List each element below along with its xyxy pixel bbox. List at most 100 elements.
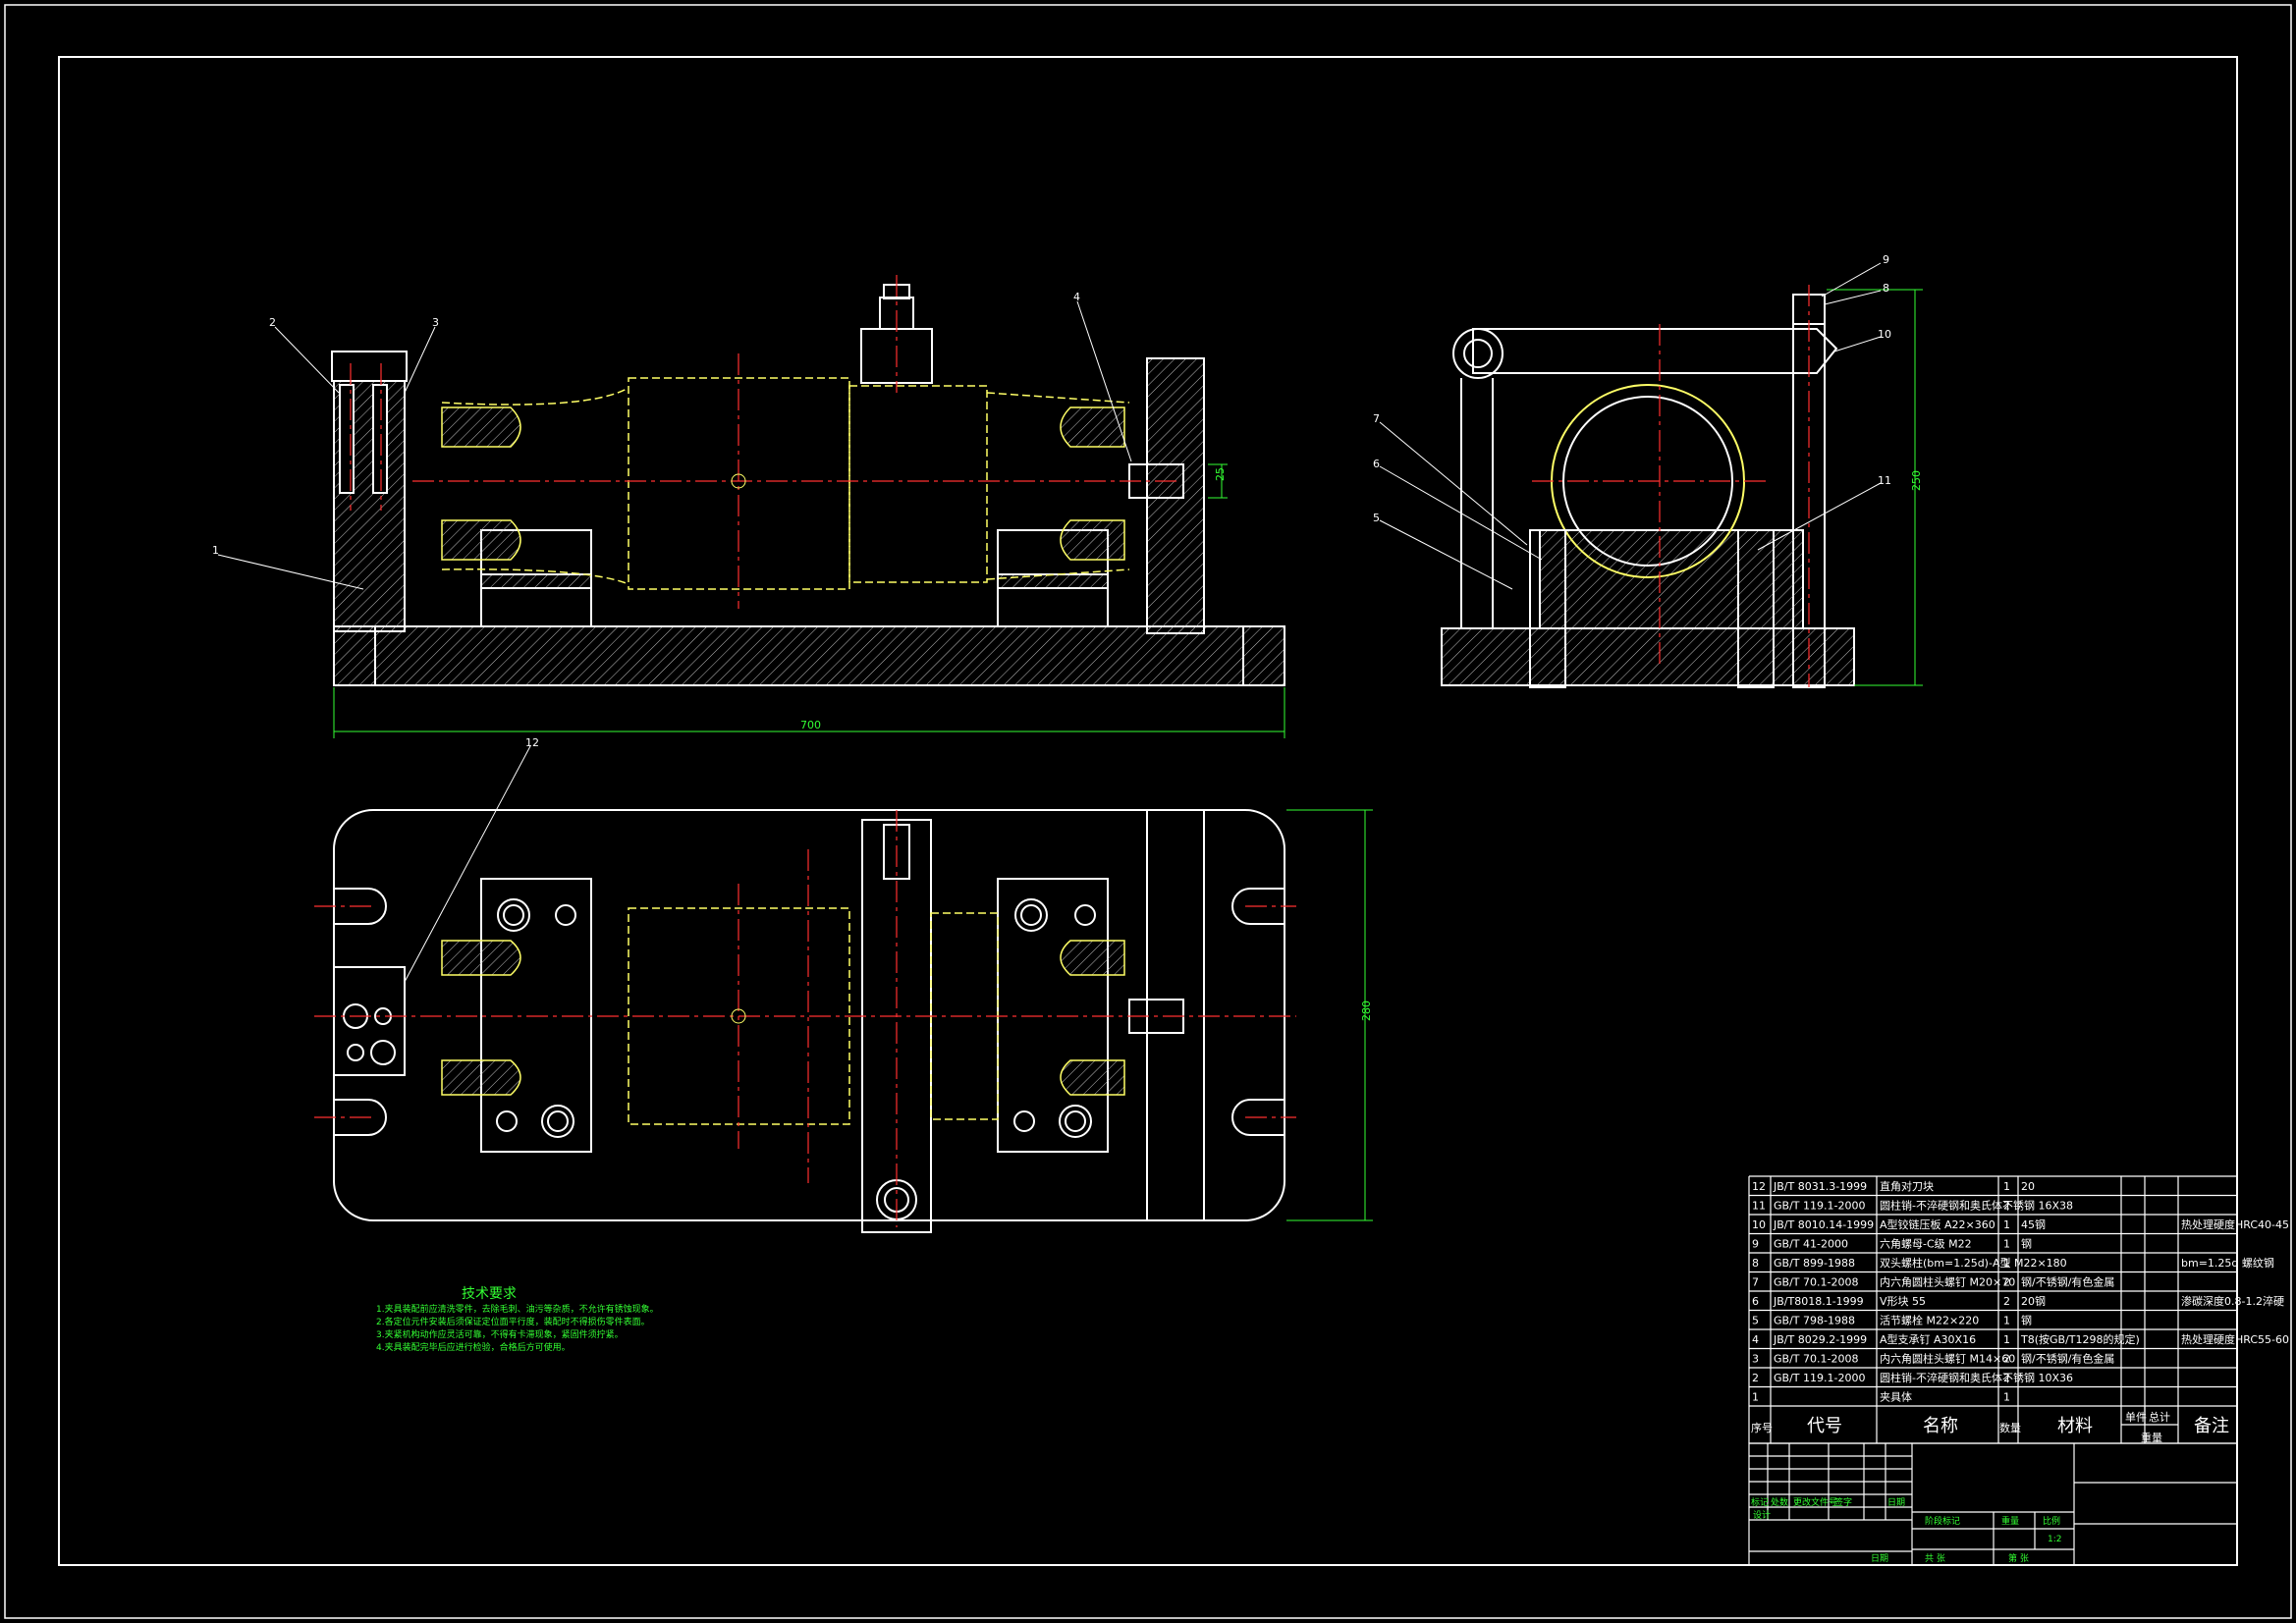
bom-cell-qty: 1 bbox=[2003, 1238, 2010, 1251]
bom-header-no: 序号 bbox=[1751, 1421, 1773, 1434]
bom-cell-qty: 1 bbox=[2003, 1391, 2010, 1404]
title-block-text: 标记 处数 更改文件号 签字 日期 设计 阶段标记 重量 比例 1:2 共 张 … bbox=[1751, 1496, 2061, 1564]
bom-cell-qty: 1 bbox=[2003, 1315, 2010, 1327]
bom-cell-name: 圆柱销-不淬硬钢和奥氏体不锈钢 16X38 bbox=[1880, 1199, 2073, 1213]
bom-cell-qty: 2 bbox=[2003, 1295, 2010, 1308]
bom-cell-name: 双头螺柱(bm=1.25d)-A型 M22×180 bbox=[1880, 1256, 2067, 1270]
front-workpiece bbox=[441, 377, 1130, 590]
tech-note-3: 3.夹紧机构动作应灵活可靠，不得有卡滞现象，紧固件须拧紧。 bbox=[376, 1328, 624, 1340]
bom-cell-name: 内六角圆柱头螺钉 M20×70 bbox=[1880, 1275, 2015, 1289]
side-view[interactable] bbox=[1441, 294, 1855, 688]
top-width-dim: 280 bbox=[1360, 1001, 1373, 1021]
svg-text:标记: 标记 bbox=[1751, 1496, 1769, 1508]
technical-requirements: 技术要求 1.夹具装配前应清洗零件，去除毛刺、油污等杂质，不允许有锈蚀现象。 2… bbox=[376, 1286, 659, 1353]
svg-text:第 张: 第 张 bbox=[2008, 1552, 2029, 1564]
bom-cell-name: 夹具体 bbox=[1880, 1390, 1912, 1404]
top-v-block-left bbox=[480, 878, 592, 1153]
bom-cell-no: 10 bbox=[1752, 1218, 1766, 1231]
bom-header-remarks: 备注 bbox=[2194, 1416, 2229, 1436]
bom-header-total-weight: 总计 bbox=[2149, 1410, 2170, 1424]
tech-note-4: 4.夹具装配完毕后应进行检验，合格后方可使用。 bbox=[376, 1341, 571, 1353]
bom-cell-name: 直角对刀块 bbox=[1880, 1179, 1934, 1193]
svg-text:更改文件号: 更改文件号 bbox=[1793, 1496, 1837, 1508]
outer-frame bbox=[4, 4, 2292, 1619]
bom-cell-no: 1 bbox=[1752, 1391, 1759, 1404]
front-view[interactable] bbox=[331, 284, 1285, 686]
bom-cell-material: 45钢 bbox=[2021, 1218, 2046, 1231]
bom-cell-no: 11 bbox=[1752, 1200, 1766, 1213]
svg-text:阶段标记: 阶段标记 bbox=[1925, 1515, 1960, 1527]
svg-text:处数: 处数 bbox=[1771, 1496, 1788, 1508]
bom-cell-qty: 2 bbox=[2003, 1372, 2010, 1384]
bom-cell-no: 9 bbox=[1752, 1238, 1759, 1251]
bom-cell-qty: 1 bbox=[2003, 1257, 2010, 1270]
side-dimensions bbox=[1827, 289, 1923, 686]
balloon-3: 3 bbox=[432, 316, 439, 329]
tech-note-1: 1.夹具装配前应清洗零件，去除毛刺、油污等杂质，不允许有锈蚀现象。 bbox=[376, 1303, 659, 1315]
side-height-dim: 250 bbox=[1910, 470, 1923, 491]
bom-cell-material: 钢 bbox=[2021, 1315, 2032, 1327]
bom-cell-code: GB/T 41-2000 bbox=[1774, 1238, 1848, 1251]
bom-header-material: 材料 bbox=[2057, 1416, 2093, 1436]
bom-header-code: 代号 bbox=[1807, 1416, 1842, 1436]
svg-text:设计: 设计 bbox=[1753, 1509, 1771, 1521]
svg-text:比例: 比例 bbox=[2043, 1515, 2060, 1527]
bom-cell-qty: 1 bbox=[2003, 1333, 2010, 1346]
bom-cell-no: 2 bbox=[1752, 1372, 1759, 1384]
balloon-7: 7 bbox=[1373, 412, 1380, 425]
balloon-5: 5 bbox=[1373, 512, 1380, 524]
bom-cell-material: 20钢 bbox=[2021, 1295, 2046, 1308]
bom-cell-material: 钢/不锈钢/有色金属 bbox=[2021, 1275, 2114, 1289]
bom-cell-code: JB/T8018.1-1999 bbox=[1773, 1295, 1864, 1308]
side-leaders bbox=[1379, 262, 1882, 590]
balloon-2: 2 bbox=[269, 316, 276, 329]
inner-frame bbox=[58, 56, 2238, 1566]
bom-cell-name: 内六角圆柱头螺钉 M14×60 bbox=[1880, 1352, 2015, 1366]
scale-value: 1:2 bbox=[2048, 1535, 2061, 1544]
title-block bbox=[1748, 1442, 2238, 1566]
bom-cell-no: 6 bbox=[1752, 1295, 1759, 1308]
balloon-6: 6 bbox=[1373, 458, 1380, 470]
svg-text:重量: 重量 bbox=[2001, 1515, 2019, 1527]
front-dimensions bbox=[333, 463, 1285, 738]
bom-cell-no: 8 bbox=[1752, 1257, 1759, 1270]
bom-header-weight: 重量 bbox=[2141, 1431, 2162, 1444]
top-tool-set-block bbox=[333, 966, 406, 1076]
bom-cell-remarks: bm=1.25d 螺纹钢 bbox=[2181, 1256, 2274, 1270]
bom-cell-no: 12 bbox=[1752, 1180, 1766, 1193]
bom-cell-code: GB/T 798-1988 bbox=[1774, 1315, 1855, 1327]
front-leaders bbox=[217, 300, 1132, 590]
top-dimensions bbox=[1286, 809, 1373, 1221]
bom-header-name: 名称 bbox=[1923, 1416, 1958, 1436]
bom-cell-code: JB/T 8031.3-1999 bbox=[1773, 1180, 1867, 1193]
bom-cell-remarks: 热处理硬度HRC55-60 bbox=[2181, 1332, 2289, 1346]
tech-notes-heading: 技术要求 bbox=[462, 1286, 517, 1302]
bom-cell-code: GB/T 119.1-2000 bbox=[1774, 1372, 1865, 1384]
side-v-block bbox=[1539, 529, 1804, 629]
bom-cell-remarks: 渗碳深度0.8-1.2淬硬 bbox=[2181, 1294, 2284, 1308]
bom-cell-material: 20 bbox=[2021, 1180, 2035, 1193]
bom-table[interactable] bbox=[1748, 1175, 2238, 1444]
bom-cell-qty: 2 bbox=[2003, 1353, 2010, 1366]
bom-cell-code: JB/T 8010.14-1999 bbox=[1773, 1218, 1874, 1231]
front-height-dim: 25 bbox=[1214, 467, 1227, 481]
bom-header-unit-weight: 单件 bbox=[2125, 1411, 2147, 1424]
svg-text:日期: 日期 bbox=[1871, 1553, 1888, 1564]
bom-cell-no: 3 bbox=[1752, 1353, 1759, 1366]
side-clamp-arm bbox=[1472, 328, 1838, 374]
bom-cell-name: A型支承钉 A30X16 bbox=[1880, 1332, 1976, 1346]
svg-text:日期: 日期 bbox=[1887, 1497, 1905, 1508]
bom-cell-code: GB/T 899-1988 bbox=[1774, 1257, 1855, 1270]
top-view[interactable] bbox=[333, 809, 1285, 1233]
balloon-12: 12 bbox=[525, 736, 539, 749]
bom-cell-qty: 2 bbox=[2003, 1200, 2010, 1213]
bom-cell-qty: 2 bbox=[2003, 1276, 2010, 1289]
bom-cell-no: 4 bbox=[1752, 1333, 1759, 1346]
front-overall-dim: 700 bbox=[800, 719, 821, 731]
balloon-1: 1 bbox=[212, 544, 219, 557]
front-centerlines bbox=[350, 275, 1178, 609]
balloon-10: 10 bbox=[1878, 328, 1891, 341]
balloon-8: 8 bbox=[1883, 282, 1889, 295]
